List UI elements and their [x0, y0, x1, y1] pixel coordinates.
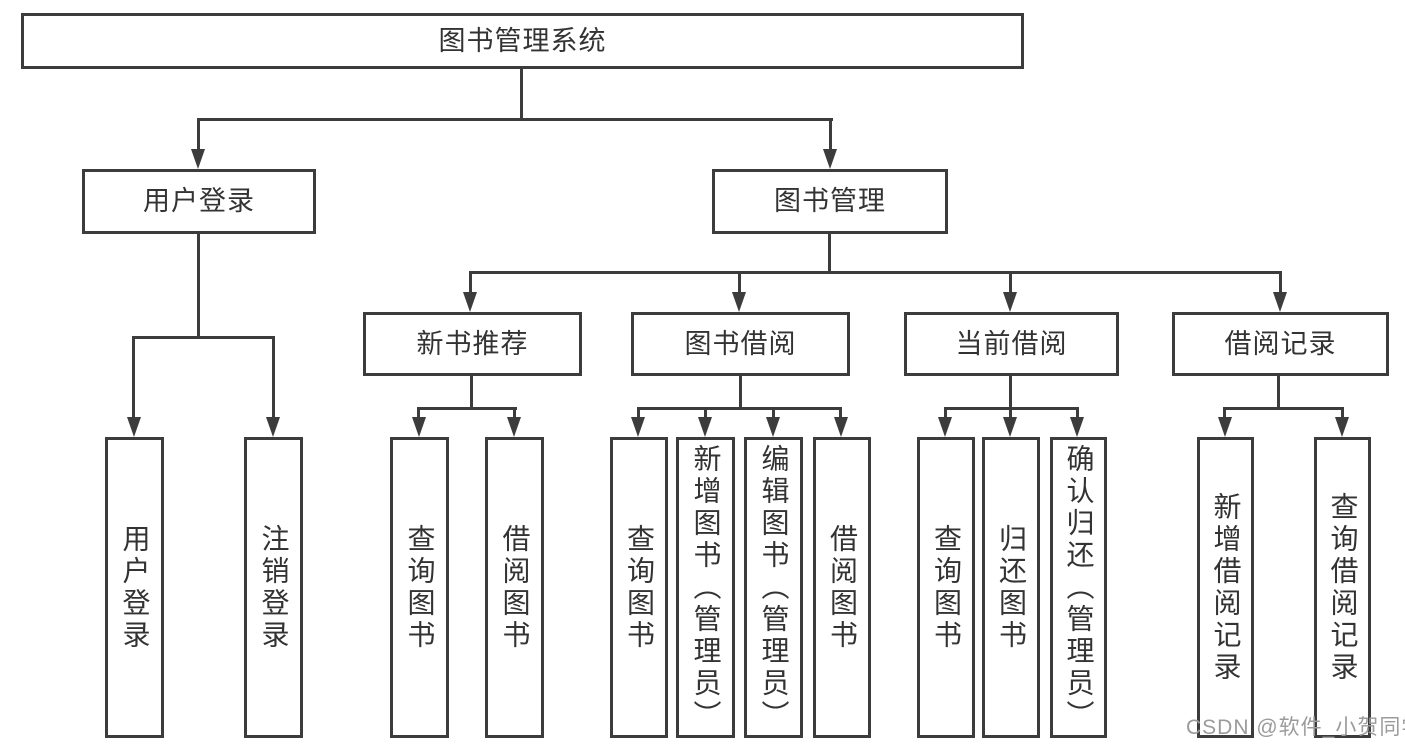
node-query-borrowing-record: 查询借阅记录 [1314, 437, 1371, 738]
connector-line [739, 375, 742, 410]
node-add-books-admin: 新增图书（管理员） [676, 437, 735, 738]
node-query-books-1: 查询图书 [390, 437, 449, 738]
connector-line [704, 407, 707, 421]
connector-line [1009, 375, 1012, 410]
node-user-login: 用户登录 [82, 169, 316, 234]
connector-line [132, 336, 135, 421]
node-new-book-recommendation: 新书推荐 [363, 312, 582, 376]
arrow-down-icon [698, 417, 712, 437]
node-confirm-return-admin: 确认归还（管理员） [1050, 437, 1107, 738]
node-label: 新增图书（管理员） [690, 443, 722, 732]
node-logout-action: 注销登录 [244, 437, 303, 738]
node-label: 查询图书 [404, 523, 436, 652]
connector-line [829, 118, 832, 152]
node-current-borrowing: 当前借阅 [904, 312, 1119, 376]
arrow-down-icon [732, 292, 746, 312]
connector-line [1279, 271, 1282, 295]
arrow-down-icon [463, 292, 477, 312]
arrow-down-icon [834, 417, 848, 437]
arrow-down-icon [631, 417, 645, 437]
node-add-borrowing-record: 新增借阅记录 [1197, 437, 1254, 738]
node-return-books: 归还图书 [982, 437, 1040, 738]
node-label: 图书管理 [774, 186, 886, 216]
node-label: 归还图书 [996, 523, 1027, 652]
node-query-books-3: 查询图书 [917, 437, 975, 738]
node-borrow-books-1: 借阅图书 [485, 437, 544, 738]
node-edit-books-admin: 编辑图书（管理员） [744, 437, 803, 738]
arrow-down-icon [1003, 292, 1017, 312]
connector-line [469, 271, 1282, 274]
node-label: 当前借阅 [955, 328, 1068, 359]
connector-line [520, 68, 523, 121]
arrow-down-icon [266, 417, 280, 437]
node-label: 新书推荐 [416, 328, 529, 359]
arrow-down-icon [127, 417, 141, 437]
connector-line [197, 233, 200, 339]
connector-line [637, 407, 640, 421]
node-label: 图书管理系统 [438, 25, 607, 56]
arrow-down-icon [1003, 417, 1017, 437]
connector-line [197, 118, 833, 121]
connector-line [417, 407, 517, 410]
node-book-borrowing: 图书借阅 [631, 312, 850, 376]
node-label: 用户登录 [143, 186, 255, 216]
connector-line [772, 407, 775, 421]
connector-line [1223, 407, 1344, 410]
connector-line [1277, 375, 1280, 410]
connector-line [1009, 407, 1012, 421]
connector-line [1341, 407, 1344, 421]
node-label: 注销登录 [258, 523, 290, 652]
connector-line [470, 375, 473, 410]
arrow-down-icon [412, 417, 426, 437]
connector-line [1009, 271, 1012, 295]
arrow-down-icon [507, 417, 521, 437]
watermark: CSDN @软件_小贺同学 [1186, 716, 1405, 739]
connector-line [839, 407, 842, 421]
node-label: 查询图书 [931, 523, 962, 652]
arrow-down-icon [191, 149, 205, 169]
connector-line [1223, 407, 1226, 421]
arrow-down-icon [766, 417, 780, 437]
arrow-down-icon [1070, 417, 1084, 437]
arrow-down-icon [1218, 417, 1232, 437]
node-label: 查询借阅记录 [1327, 491, 1359, 684]
node-borrow-books-2: 借阅图书 [813, 437, 871, 738]
node-borrowing-records: 借阅记录 [1172, 312, 1389, 376]
node-label: 确认归还（管理员） [1063, 443, 1095, 732]
arrow-down-icon [823, 149, 837, 169]
connector-line [469, 271, 472, 295]
connector-line [637, 407, 842, 410]
node-label: 新增借阅记录 [1210, 491, 1242, 684]
arrow-down-icon [938, 417, 952, 437]
connector-line [513, 407, 516, 421]
node-query-books-2: 查询图书 [610, 437, 668, 738]
connector-line [132, 336, 275, 339]
connector-line [944, 407, 947, 421]
arrow-down-icon [1273, 292, 1287, 312]
node-label: 编辑图书（管理员） [758, 443, 790, 732]
node-user-login-action: 用户登录 [105, 437, 164, 738]
connector-line [417, 407, 420, 421]
connector-line [828, 233, 831, 274]
node-label: 用户登录 [119, 523, 151, 652]
node-label: 图书借阅 [684, 328, 797, 359]
connector-line [197, 118, 200, 152]
arrow-down-icon [1335, 417, 1349, 437]
node-book-management: 图书管理 [712, 169, 948, 234]
node-library-management-system: 图书管理系统 [21, 13, 1024, 69]
node-label: 借阅图书 [827, 523, 858, 652]
node-label: 借阅图书 [499, 523, 531, 652]
node-label: 借阅记录 [1224, 328, 1337, 359]
connector-line [272, 336, 275, 421]
node-label: 查询图书 [624, 523, 655, 652]
connector-line [738, 271, 741, 295]
connector-line [1076, 407, 1079, 421]
